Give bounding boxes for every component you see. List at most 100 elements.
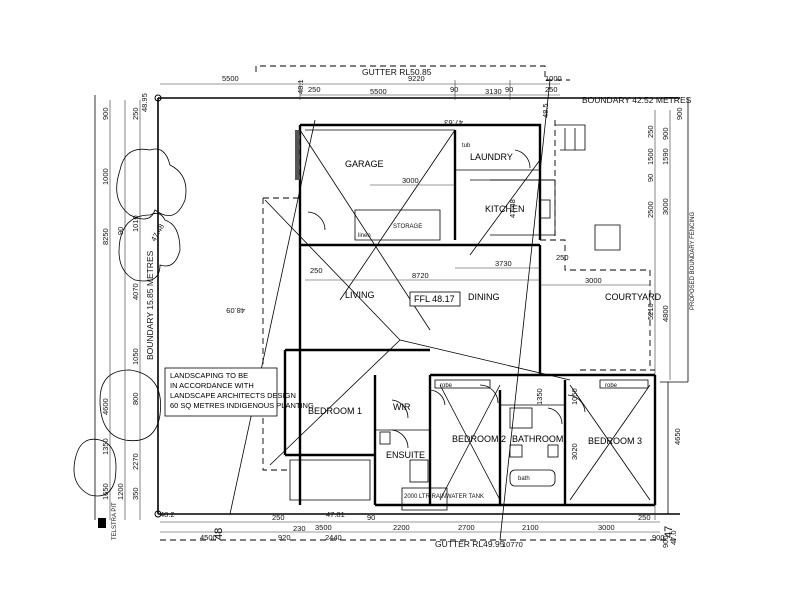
room-labels: GARAGE LAUNDRY KITCHEN STORAGE linen LIV… — [308, 143, 662, 500]
boundary-top-label: BOUNDARY 42.52 METRES — [582, 95, 692, 105]
level-tl: 48.95 — [140, 93, 149, 112]
dim-bottom-2700: 2700 — [458, 523, 475, 532]
dim-top-90b: 90 — [505, 85, 513, 94]
right-dimension-text: 250 900 1500 1590 90 2500 3000 5210 4800… — [646, 125, 682, 548]
dim-right-90: 90 — [646, 174, 655, 182]
site-boundary — [154, 94, 689, 518]
dim-bottom-4500: 4500 — [200, 533, 217, 542]
room-wir: WIR — [393, 402, 411, 412]
dim-right-2500: 2500 — [646, 201, 655, 218]
dim-living-width: 8720 — [412, 271, 429, 280]
level-bl-big: 48 — [213, 528, 225, 540]
dim-bottom-230: 230 — [293, 524, 306, 533]
trees — [73, 95, 187, 528]
room-ensuite: ENSUITE — [386, 450, 425, 460]
dim-bottom-3500: 3500 — [315, 523, 332, 532]
dim-bottom-3000: 3000 — [598, 523, 615, 532]
boundary-left-label: BOUNDARY 15.85 METRES — [145, 250, 155, 360]
dim-inner-1050: 1050 — [570, 388, 579, 405]
dim-bottom-250b: 250 — [638, 513, 651, 522]
room-garage: GARAGE — [345, 159, 384, 169]
dim-top-9220: 9220 — [408, 74, 425, 83]
room-dining: DINING — [468, 292, 500, 302]
dim-left-250: 250 — [131, 107, 140, 120]
dim-bottom-900: 900 — [652, 533, 665, 542]
dim-right-900a: 900 — [661, 127, 670, 140]
dim-top-3130: 3130 — [485, 87, 502, 96]
dim-top-90a: 90 — [450, 85, 458, 94]
dim-left-1200: 1200 — [116, 483, 125, 500]
room-bedroom-1: BEDROOM 1 — [308, 406, 362, 416]
level-front-mid: 47.81 — [326, 510, 345, 519]
gutter-lines — [160, 65, 680, 541]
level-br: 47.0 — [669, 530, 678, 545]
room-linen: linen — [358, 233, 371, 239]
dim-left-4070: 4070 — [131, 283, 140, 300]
note-line-3: LANDSCAPE ARCHITECTS DESIGN — [170, 391, 296, 400]
room-bathroom: BATHROOM — [512, 434, 563, 444]
dim-bottom-2100: 2100 — [522, 523, 539, 532]
level-living: 48.09 — [226, 306, 245, 315]
bottom-dimensions — [160, 521, 660, 533]
dim-right-3000: 3000 — [661, 198, 670, 215]
dim-top-5500b: 5500 — [370, 87, 387, 96]
dim-left-90: 90 — [116, 227, 125, 235]
inner-dimension-lines — [305, 184, 650, 286]
dim-right-4800: 4800 — [661, 305, 670, 322]
level-garage: 47.63 — [444, 118, 463, 127]
dim-right-900b: 900 — [661, 535, 670, 548]
dim-left-800: 800 — [131, 392, 140, 405]
dim-left-350: 350 — [131, 487, 140, 500]
ffl-label: FFL 48.17 — [414, 294, 455, 304]
dim-right-5210: 5210 — [646, 303, 655, 320]
note-line-2: IN ACCORDANCE WITH — [170, 381, 254, 390]
laundry-tub: tub — [462, 143, 471, 149]
dim-left-4600: 4600 — [101, 398, 110, 415]
dim-left-2270: 2270 — [131, 453, 140, 470]
fence-label: PROPOSED BOUNDARY FENCING — [690, 212, 696, 310]
dim-right-1590: 1590 — [661, 148, 670, 165]
landscaping-note: LANDSCAPING TO BE IN ACCORDANCE WITH LAN… — [164, 367, 314, 417]
dim-right-250: 250 — [646, 125, 655, 138]
left-dimensions — [109, 100, 141, 520]
dim-bottom-920: 920 — [278, 533, 291, 542]
room-bedroom-3: BEDROOM 3 — [588, 436, 642, 446]
dim-left-8250: 8250 — [101, 228, 110, 245]
dim-left-1650: 1650 — [101, 483, 110, 500]
dim-bottom-2200: 2200 — [393, 523, 410, 532]
level-left: 47.48 — [149, 222, 166, 243]
dim-dining-width: 3730 — [495, 259, 512, 268]
spot-levels: 48.95 48.2 48.5 47.0 48 47 47.81 47.63 4… — [140, 79, 678, 545]
dim-inner-250b: 250 — [556, 253, 569, 262]
dim-courtyard-width: 3000 — [585, 276, 602, 285]
note-line-4: 60 SQ METRES INDIGENOUS PLANTING — [170, 401, 314, 410]
bottom-dimension-text: 250 3500 90 2200 2700 2100 3000 250 4500… — [200, 513, 665, 549]
dim-left-1350: 1350 — [101, 438, 110, 455]
dim-top-5500a: 5500 — [222, 74, 239, 83]
dim-garage-width: 3000 — [402, 176, 419, 185]
note-line-1: LANDSCAPING TO BE — [170, 371, 248, 380]
dim-top-250b: 250 — [545, 85, 558, 94]
gutter-top-label: GUTTER RL50.85 — [362, 67, 432, 77]
top-dimensions — [160, 80, 560, 100]
roof-outline — [229, 79, 655, 541]
level-kitchen: 47.48 — [508, 199, 517, 218]
room-bedroom-2: BEDROOM 2 — [452, 434, 506, 444]
room-storage: STORAGE — [393, 224, 422, 230]
room-living: LIVING — [345, 290, 375, 300]
dim-inner-250a: 250 — [310, 266, 323, 275]
dim-right-4650: 4650 — [673, 428, 682, 445]
dim-right-1500: 1500 — [646, 148, 655, 165]
dim-bottom-10770: 10770 — [502, 540, 523, 549]
rainwater-tank-label: 2000 LTR RAINWATER TANK — [404, 494, 484, 500]
dim-left-1010: 1010 — [131, 215, 140, 232]
bath-label: bath — [518, 476, 530, 482]
inner-dimension-text: 3000 8720 3730 3000 250 250 3020 1050 13… — [310, 176, 602, 460]
level-bl: 48.2 — [160, 510, 175, 519]
dim-bottom-2440: 2440 — [325, 533, 342, 542]
dim-left-1050: 1050 — [131, 348, 140, 365]
level-tr: 48.5 — [541, 103, 550, 118]
gutter-bottom-label: GUTTER RL49.95 — [435, 539, 505, 549]
level-br-big: 47 — [663, 526, 675, 538]
dim-inner-1350: 1350 — [535, 388, 544, 405]
